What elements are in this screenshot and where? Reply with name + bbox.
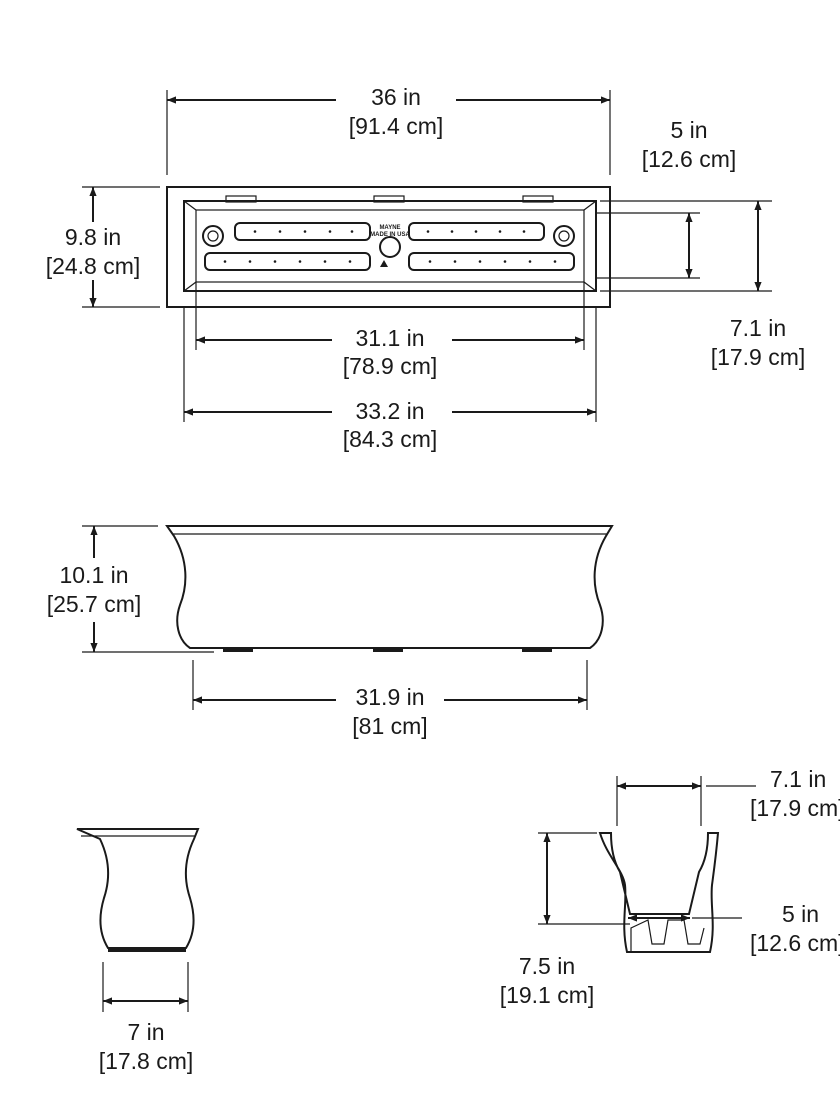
planter-inner-basin bbox=[183, 200, 597, 292]
reservoir-section bbox=[630, 919, 705, 952]
inner-width-bottom-in: 5 in bbox=[670, 117, 707, 143]
height-cm: [25.7 cm] bbox=[47, 591, 142, 617]
planter-basin-bevel bbox=[195, 209, 585, 283]
inner-length-bottom-in: 31.1 in bbox=[355, 325, 424, 351]
overall-width-in: 9.8 in bbox=[65, 224, 121, 250]
molded-origin: MADE IN USA bbox=[370, 232, 410, 238]
inner-width-top-in: 7.1 in bbox=[730, 315, 786, 341]
inner-depth-in: 7.5 in bbox=[519, 953, 575, 979]
drainage-slot bbox=[204, 252, 371, 271]
overall-length-cm: [91.4 cm] bbox=[349, 113, 444, 139]
drainage-slot bbox=[234, 222, 371, 241]
base-length-cm: [81 cm] bbox=[352, 713, 427, 739]
inner-width-top-cm: [17.9 cm] bbox=[711, 344, 806, 370]
section-view: 7.1 in [17.9 cm] 5 in [12.6 cm] 7.5 in [… bbox=[500, 766, 840, 1008]
drainage-slot bbox=[408, 222, 545, 241]
molded-brand: MAYNE bbox=[379, 225, 400, 231]
overall-width-cm: [24.8 cm] bbox=[46, 253, 141, 279]
planter-foot bbox=[522, 648, 552, 652]
planter-side-foot bbox=[108, 948, 186, 952]
planter-outer-rim bbox=[166, 186, 611, 308]
planter-side-profile bbox=[76, 828, 200, 949]
height-in: 10.1 in bbox=[59, 562, 128, 588]
inner-depth-cm: [19.1 cm] bbox=[500, 982, 595, 1008]
drain-hole bbox=[202, 225, 224, 247]
section-top-width-cm: [17.9 cm] bbox=[750, 795, 840, 821]
inner-length-bottom-cm: [78.9 cm] bbox=[343, 353, 438, 379]
planter-front-profile bbox=[165, 525, 614, 649]
planter-foot bbox=[373, 648, 403, 652]
planter-cross-section bbox=[598, 832, 720, 953]
side-view: 7 in [17.8 cm] bbox=[76, 828, 200, 1074]
recycle-icon bbox=[380, 260, 388, 267]
base-width-in: 7 in bbox=[127, 1019, 164, 1045]
overall-length-in: 36 in bbox=[371, 84, 421, 110]
hanger-tab bbox=[373, 195, 405, 203]
reservoir-plug bbox=[379, 236, 401, 258]
inner-width-bottom-cm: [12.6 cm] bbox=[642, 146, 737, 172]
drainage-slots bbox=[204, 222, 575, 271]
planter-foot bbox=[223, 648, 253, 652]
drain-hole bbox=[553, 225, 575, 247]
front-view: 10.1 in [25.7 cm] 31.9 in [81 cm] bbox=[47, 525, 614, 739]
inner-length-top-cm: [84.3 cm] bbox=[343, 426, 438, 452]
base-width-cm: [17.8 cm] bbox=[99, 1048, 194, 1074]
hanger-tab bbox=[225, 195, 257, 203]
section-top-width-in: 7.1 in bbox=[770, 766, 826, 792]
section-bottom-width-cm: [12.6 cm] bbox=[750, 930, 840, 956]
top-view: MAYNE MADE IN USA 36 in [91.4 cm] bbox=[46, 84, 806, 452]
inner-length-top-in: 33.2 in bbox=[355, 398, 424, 424]
hanger-tab bbox=[522, 195, 554, 203]
drainage-slot bbox=[408, 252, 575, 271]
base-length-in: 31.9 in bbox=[355, 684, 424, 710]
section-bottom-width-in: 5 in bbox=[782, 901, 819, 927]
